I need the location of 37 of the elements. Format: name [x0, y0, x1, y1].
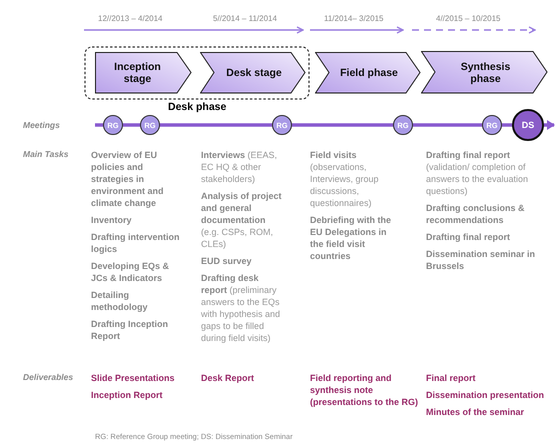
task-text: Inventory [91, 214, 133, 226]
task-text: Debriefing with the EU Delegations in the field visit countries [310, 214, 392, 262]
task-text: Interviews (EEAS, EC HQ & other stakeholders) [201, 149, 278, 185]
stage-banner: Inception stage [95, 52, 192, 94]
stage-banner: Synthesis phase [421, 51, 548, 94]
task-text: Drafting desk report (preliminary answers to the EQs with hypothesis and gaps to be filled during field visits) [201, 272, 282, 344]
row-heading: Deliverables [23, 372, 74, 382]
task-text: Detailing methodology [91, 289, 148, 313]
row-heading: Meetings [23, 120, 60, 130]
task-text: Drafting conclusions & recommendations [426, 202, 526, 226]
deliverable-text: Slide Presentations [91, 372, 176, 384]
deliverable-text: Inception Report [91, 389, 164, 401]
task-text: Dissemination seminar in Brussels [426, 248, 536, 272]
group-heading: Desk phase [168, 101, 226, 113]
task-text: EUD survey [201, 255, 253, 267]
stage-banner: Field phase [315, 52, 421, 94]
task-text: Analysis of project and general documentation (e.g. CSPs, ROM, CLEs) [201, 190, 283, 250]
task-text: Drafting intervention logics [91, 231, 181, 255]
task-text: Drafting final report (validation/ completion of answers to the evaluation questions) [426, 149, 530, 197]
task-text: Drafting Inception Report [91, 318, 169, 342]
stage-banner: Desk stage [200, 52, 306, 94]
deliverable-text: Field reporting and synthesis note (presentations to the RG) [310, 372, 418, 408]
date-range: 11/2014– 3/2015 [324, 14, 384, 23]
task-text: Drafting final report [426, 231, 512, 243]
deliverable-text: Dissemination presentation [426, 389, 546, 401]
date-range: 4//2015 – 10/2015 [436, 14, 501, 23]
phase-group [84, 46, 310, 113]
deliverable-text: Minutes of the seminar [426, 406, 526, 418]
deliverable-text: Final report [426, 372, 477, 384]
date-range: 12//2013 – 4/2014 [98, 14, 163, 23]
task-text: Field visits (observations, Interviews, group discussions, questionnaires) [310, 149, 380, 209]
task-text: Overview of EU policies and strategies in environment and climate change [91, 149, 165, 209]
row-heading: Main Tasks [23, 149, 69, 159]
meeting-circle: DS [512, 109, 544, 141]
deliverable-text: Desk Report [201, 372, 256, 384]
date-range: 5//2014 – 11/2014 [213, 14, 277, 23]
task-text: Developing EQs & JCs & Indicators [91, 260, 170, 284]
